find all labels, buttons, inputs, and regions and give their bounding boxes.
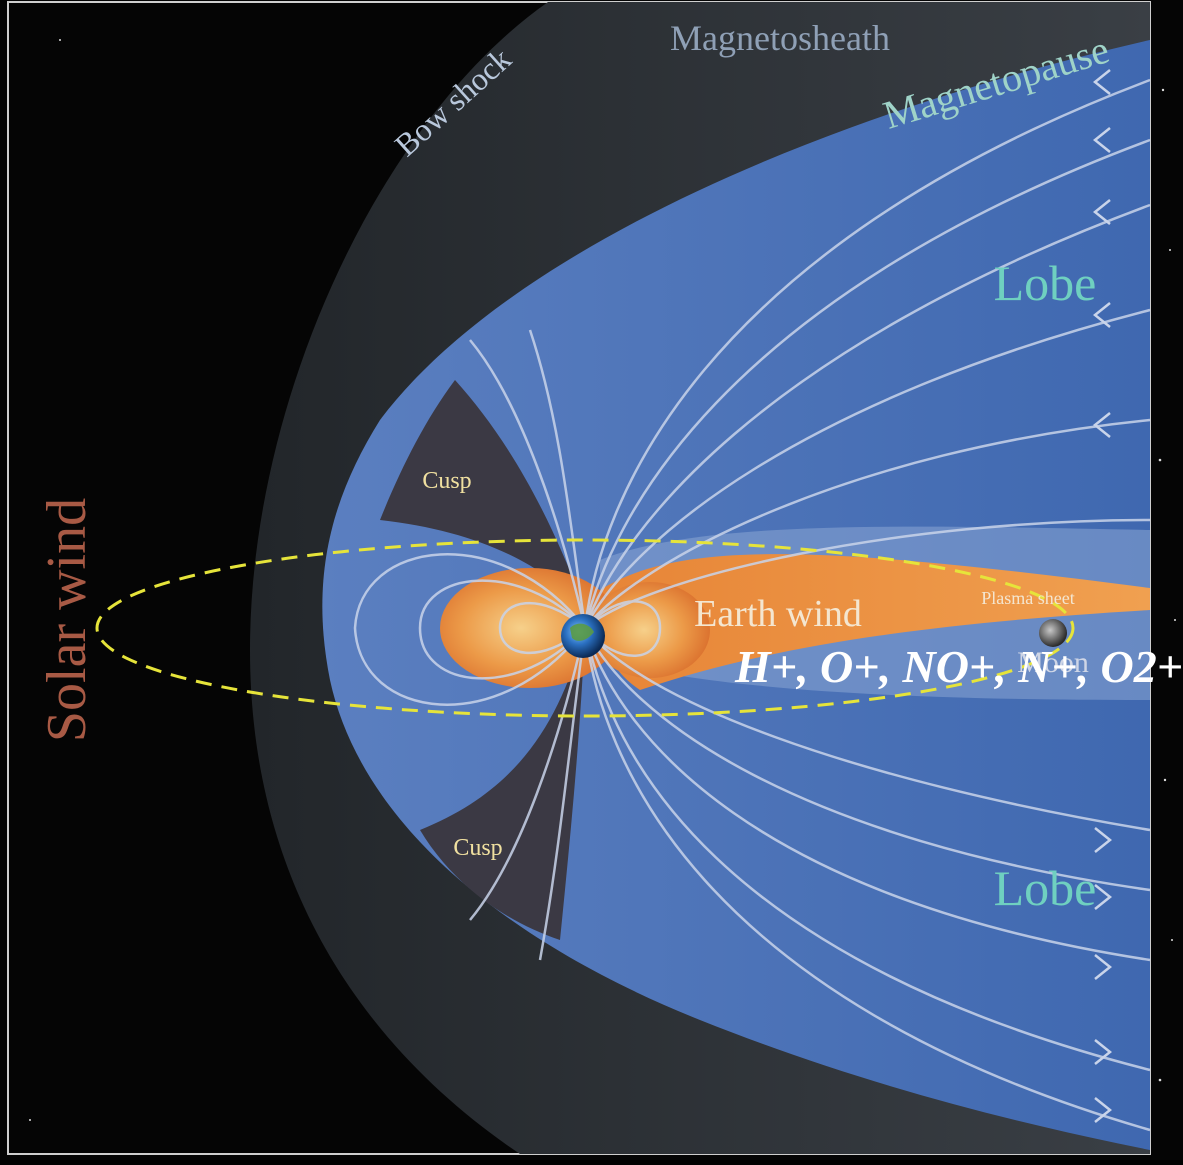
lobe-top-label: Lobe (994, 255, 1097, 311)
cusp-bottom-label: Cusp (453, 835, 502, 861)
magnetosheath-label: Magnetosheath (670, 18, 890, 58)
plasma-sheet-label: Plasma sheet (981, 588, 1074, 608)
ion-species-label: H+, O+, NO+, N+, O2+ (734, 641, 1183, 692)
earth-continent (570, 623, 594, 641)
lobe-bottom-label: Lobe (994, 860, 1097, 916)
moon-orbit (95, 538, 1075, 718)
plasma-sheet (599, 554, 1150, 690)
solar-wind-label: Solar wind (36, 498, 98, 742)
earth-wind-label: Earth wind (694, 593, 862, 635)
moon-label: Moon (1017, 646, 1089, 679)
starfield (29, 39, 1176, 1121)
cusp-region-top (380, 380, 585, 610)
field-line-arrows (1092, 69, 1113, 1123)
plasmasphere-dayside (440, 568, 620, 688)
cusp-top-label: Cusp (422, 468, 471, 494)
moon-icon (1039, 619, 1067, 647)
cusp-region-bottom (420, 630, 585, 940)
magnetic-field-lines (353, 78, 1151, 1132)
